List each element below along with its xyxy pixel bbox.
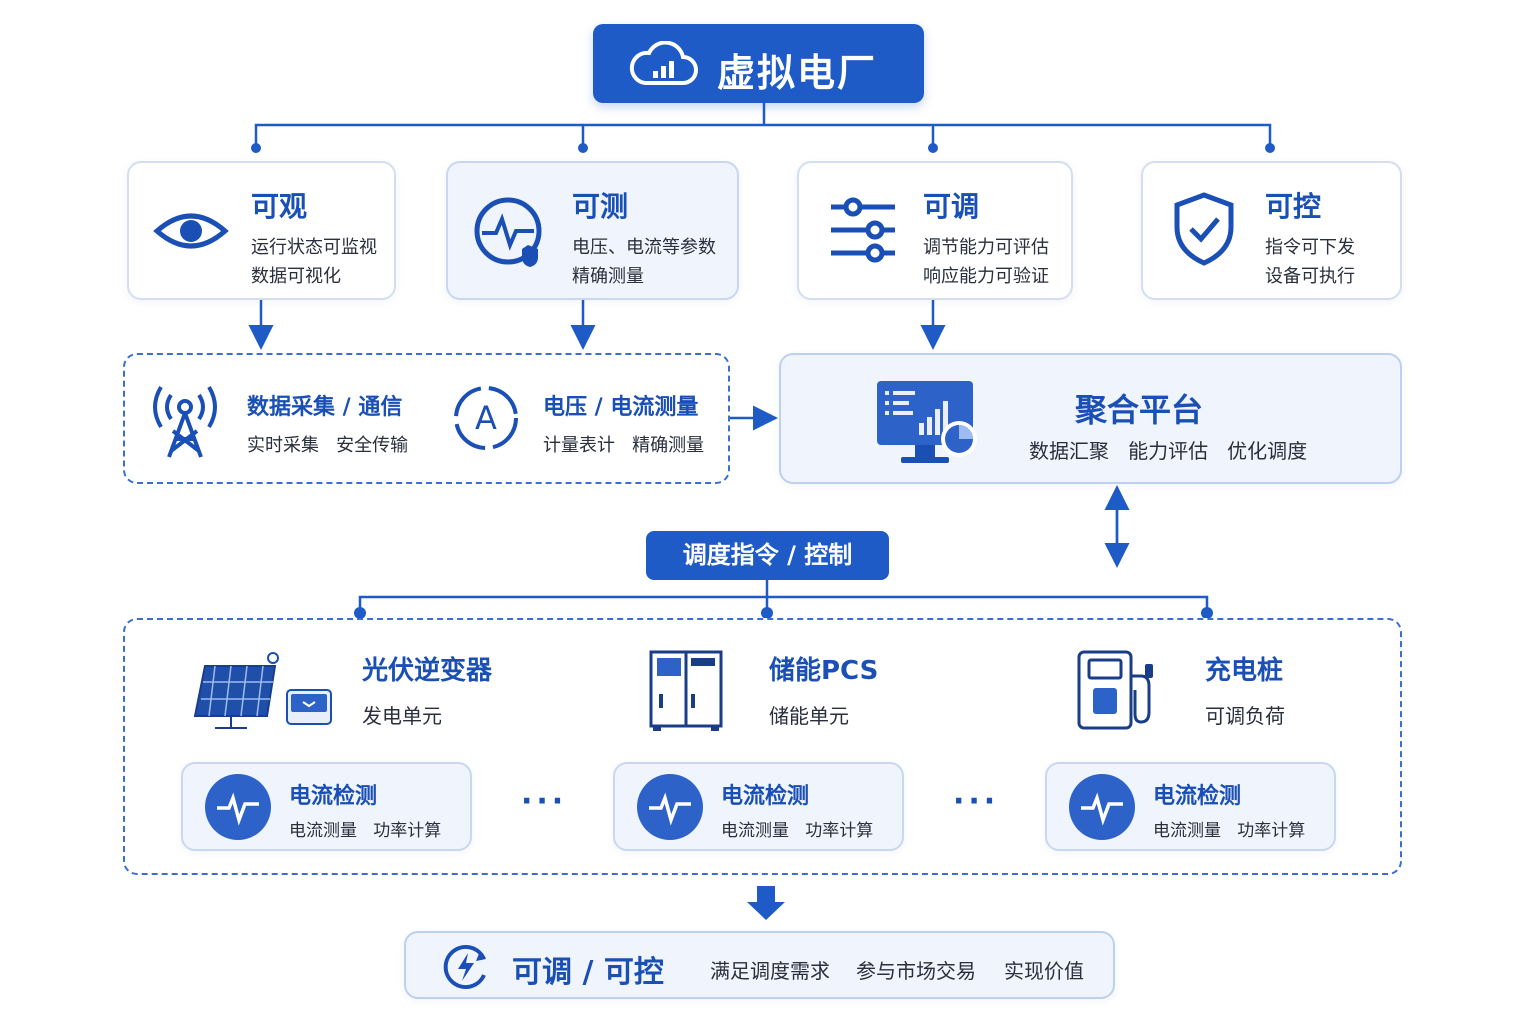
ellipsis: ···: [953, 784, 1000, 819]
pillar-adjust-card: 可调 调节能力可评估 响应能力可验证: [797, 161, 1073, 300]
device-title: 光伏逆变器: [362, 656, 493, 686]
dispatch-label: 调度指令 / 控制: [646, 531, 889, 580]
pulse-shield-icon: [474, 197, 542, 267]
device-title: 充电桩: [1205, 656, 1284, 686]
collection-title: 电压 / 电流测量: [543, 395, 699, 420]
monitor-dashboard-icon: [877, 381, 977, 463]
pillar-line: 数据可视化: [251, 266, 341, 287]
detector-card: 电流检测 电流测量 功率计算: [1045, 762, 1336, 851]
platform-card: 聚合平台 数据汇聚 能力评估 优化调度: [779, 353, 1402, 484]
pillar-line: 指令可下发: [1265, 237, 1355, 258]
shield-check-icon: [1174, 192, 1234, 266]
pulse-icon: [205, 774, 271, 840]
detector-title: 电流检测: [1153, 784, 1242, 809]
cycle-bolt-icon: [443, 945, 486, 989]
ev-charger-icon: [1077, 650, 1153, 730]
detector-card: 电流检测 电流测量 功率计算: [181, 762, 472, 851]
storage-cabinet-icon: [649, 650, 723, 731]
result-item: 满足调度需求: [710, 959, 830, 983]
device-title: 储能PCS: [769, 656, 879, 686]
devices-group: 光伏逆变器 发电单元 储能PCS 储能单元 充电桩 可调负荷 电流检测 电流测量…: [123, 618, 1402, 875]
pillar-title: 可观: [251, 190, 308, 223]
result-title: 可调 / 可控: [512, 955, 664, 990]
pillar-line: 设备可执行: [1265, 266, 1355, 287]
collection-group: 数据采集 / 通信 实时采集 安全传输 A 电压 / 电流测量 计量表计 精确测…: [123, 353, 730, 484]
device-desc: 可调负荷: [1205, 704, 1285, 728]
pulse-icon: [637, 774, 703, 840]
pillar-line: 调节能力可评估: [923, 237, 1049, 258]
result-bar: 可调 / 可控 满足调度需求 参与市场交易 实现价值: [404, 931, 1115, 999]
cloud-chart-icon: [629, 41, 698, 85]
pillar-title: 可控: [1265, 190, 1322, 223]
eye-icon: [153, 213, 229, 249]
detector-desc: 电流测量 功率计算: [721, 821, 874, 841]
pillar-observe-card: 可观 运行状态可监视 数据可视化: [127, 161, 396, 300]
detector-card: 电流检测 电流测量 功率计算: [613, 762, 904, 851]
detector-desc: 电流测量 功率计算: [289, 821, 442, 841]
pillar-title: 可测: [572, 190, 629, 223]
solar-panel-icon: [193, 652, 332, 729]
collection-title: 数据采集 / 通信: [247, 395, 403, 420]
pulse-icon: [1069, 774, 1135, 840]
device-desc: 储能单元: [769, 704, 849, 728]
result-item: 实现价值: [1004, 959, 1084, 983]
detector-title: 电流检测: [289, 784, 378, 809]
pillar-title: 可调: [923, 190, 980, 223]
platform-desc: 数据汇聚 能力评估 优化调度: [1029, 439, 1308, 463]
ellipsis: ···: [521, 784, 568, 819]
pillar-line: 运行状态可监视: [251, 237, 377, 258]
pillar-line: 电压、电流等参数: [572, 237, 716, 258]
pillar-line: 精确测量: [572, 266, 644, 287]
header-banner: 虚拟电厂: [593, 24, 924, 103]
detector-desc: 电流测量 功率计算: [1153, 821, 1306, 841]
result-item: 参与市场交易: [856, 959, 976, 983]
svg-text:A: A: [475, 399, 497, 437]
detector-title: 电流检测: [721, 784, 810, 809]
collection-desc: 计量表计 精确测量: [543, 435, 705, 456]
sliders-icon: [831, 197, 895, 263]
pillar-control-card: 可控 指令可下发 设备可执行: [1141, 161, 1402, 300]
device-desc: 发电单元: [362, 704, 442, 728]
platform-title: 聚合平台: [1075, 391, 1204, 429]
ammeter-icon: A: [454, 386, 518, 450]
pillar-line: 响应能力可验证: [923, 266, 1049, 287]
header-title: 虚拟电厂: [717, 51, 878, 95]
signal-tower-icon: [153, 385, 217, 458]
pillar-measure-card: 可测 电压、电流等参数 精确测量: [446, 161, 739, 300]
collection-desc: 实时采集 安全传输: [247, 435, 409, 456]
